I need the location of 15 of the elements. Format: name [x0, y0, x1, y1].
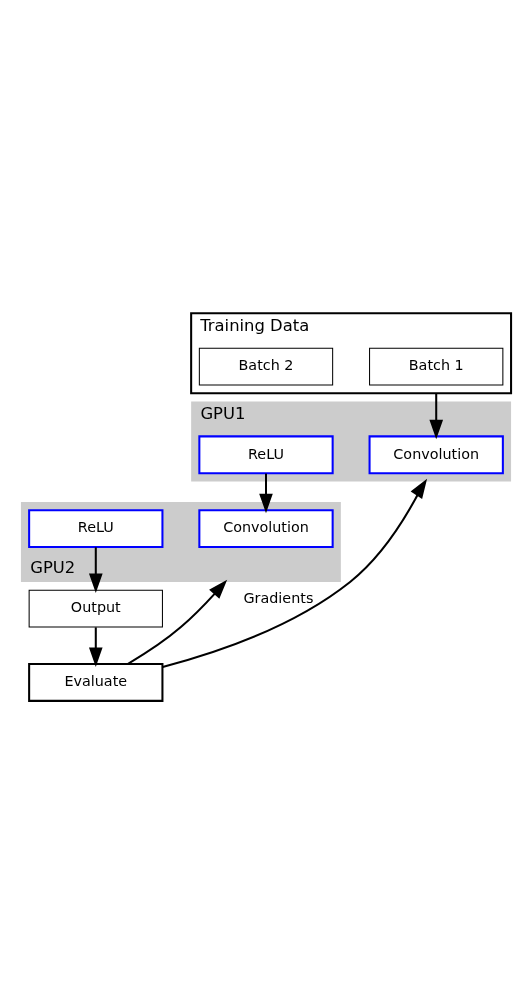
node-box: Output — [28, 589, 163, 628]
node-box: ReLU — [28, 508, 164, 548]
arrow — [88, 626, 103, 667]
node-box: ReLU — [198, 434, 334, 474]
arrow — [88, 546, 103, 593]
arrow — [127, 579, 228, 665]
arrow — [259, 473, 273, 513]
node-box: Batch 2 — [198, 347, 334, 386]
node-box: Convolution — [368, 434, 504, 474]
node-box: Batch 1 — [369, 347, 504, 386]
arrow — [429, 392, 444, 439]
arrow — [162, 478, 428, 668]
node-box: Convolution — [198, 508, 334, 548]
node-box: Evaluate — [28, 662, 164, 702]
edge-label: Gradients — [243, 589, 314, 606]
